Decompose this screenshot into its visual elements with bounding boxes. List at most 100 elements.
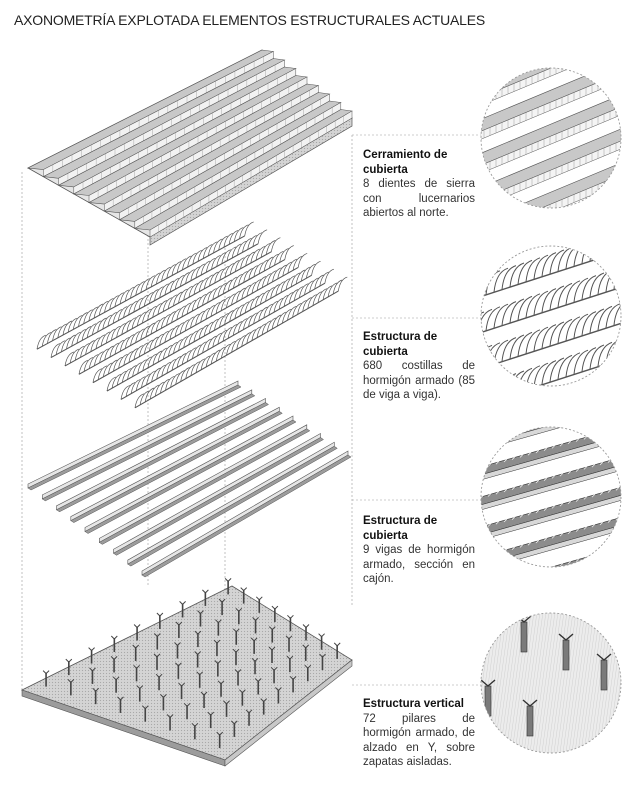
detail-rib <box>517 246 533 249</box>
detail-beam-tick <box>536 420 539 423</box>
rib <box>104 298 114 313</box>
detail-rib <box>565 352 581 377</box>
pillar-y-head <box>132 644 140 649</box>
rib <box>299 283 309 298</box>
detail-rib <box>573 349 589 375</box>
detail-beam-side <box>481 429 621 484</box>
rib <box>62 320 73 336</box>
rib <box>168 341 178 357</box>
layer-heading: Cerramiento de <box>363 149 448 161</box>
rib <box>232 321 243 336</box>
rib <box>149 384 160 400</box>
rib <box>183 333 193 348</box>
layer-description: 8 dientes de sierra con lucernarios abie… <box>363 178 475 219</box>
detail-rib <box>485 378 501 386</box>
detail-rib <box>509 246 525 252</box>
rib <box>86 323 97 338</box>
detail-rib <box>526 222 540 246</box>
rib <box>214 268 224 284</box>
detail-slab-texture <box>634 612 640 760</box>
rib <box>273 297 284 313</box>
rib <box>293 286 304 301</box>
pillar-y-head <box>112 676 120 681</box>
detail-beam-tick <box>535 449 540 454</box>
detail-rib <box>485 306 501 331</box>
detail-rib <box>630 188 640 212</box>
rib <box>136 311 147 326</box>
detail-beam-tick <box>591 523 596 528</box>
detail-beam-tick <box>615 547 620 551</box>
detail-slab-texture <box>579 613 601 753</box>
detail-slab-texture <box>567 613 589 753</box>
rib <box>126 317 137 332</box>
rib <box>243 315 253 330</box>
rib <box>200 355 211 370</box>
detail-pillar-head <box>558 633 574 641</box>
detail-beam-tick <box>624 425 627 428</box>
detail-rib <box>589 308 605 334</box>
detail-rib <box>597 246 613 259</box>
rib <box>275 281 285 296</box>
rib <box>198 277 209 292</box>
rib <box>143 292 154 307</box>
detail-beam-tick <box>544 418 547 421</box>
rib <box>285 275 296 290</box>
rib <box>304 280 314 295</box>
detail-beam-tick <box>495 430 500 435</box>
rib <box>174 322 185 337</box>
rib <box>277 264 287 280</box>
detail-rib <box>630 152 640 176</box>
rib <box>179 319 190 334</box>
pillar-y-head <box>42 670 50 675</box>
rib <box>258 306 268 322</box>
detail-beam-tick <box>481 495 484 500</box>
pillar-y-head <box>110 656 118 661</box>
rib <box>117 306 128 321</box>
pillar-y-head <box>216 731 224 736</box>
rib <box>327 282 338 297</box>
rib <box>161 266 171 282</box>
rib <box>128 300 138 315</box>
rib <box>176 305 186 320</box>
rib <box>269 253 279 269</box>
detail-rib <box>622 299 636 323</box>
rib <box>257 229 268 244</box>
rib <box>236 335 246 350</box>
rib <box>114 292 125 307</box>
rib <box>131 314 142 329</box>
rib <box>212 332 222 348</box>
detail-slab-texture <box>543 613 565 753</box>
rib <box>195 358 206 373</box>
detail-rib <box>509 298 525 324</box>
rib <box>224 263 235 278</box>
detail-slope <box>460 0 640 38</box>
rib <box>284 245 294 260</box>
detail-beam-tick <box>576 409 579 412</box>
rib <box>244 298 255 313</box>
box-beam-side <box>70 411 283 523</box>
rib <box>224 310 234 325</box>
pillar-y-head <box>255 596 263 601</box>
pillar-y-head <box>155 673 163 678</box>
detail-slab-texture <box>531 613 553 753</box>
detail-beam-tick <box>528 422 531 425</box>
detail-slab-texture <box>628 612 640 760</box>
layer-heading: Estructura de <box>363 515 438 527</box>
pillar-y-head <box>239 689 246 694</box>
rib <box>207 335 217 351</box>
detail-beam-tick <box>527 451 532 456</box>
rib <box>190 361 201 376</box>
detail-beam-tick <box>495 520 500 525</box>
rib <box>78 312 88 327</box>
detail-rib <box>630 296 640 320</box>
rib <box>160 378 170 394</box>
detail-beam-tick <box>543 447 548 451</box>
rib <box>90 337 100 352</box>
detail-rib <box>478 201 492 225</box>
rib <box>143 339 154 354</box>
rib <box>247 235 257 250</box>
detail-beam-tick <box>560 413 563 416</box>
rib <box>209 271 219 287</box>
detail-beam-tick <box>519 427 524 428</box>
detail-beam-tick <box>615 457 620 461</box>
